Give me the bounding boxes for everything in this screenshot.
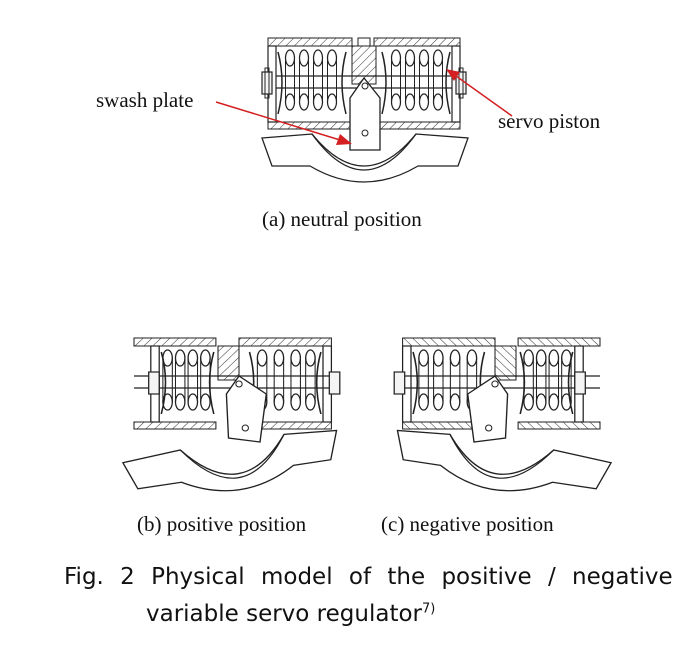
panel-a-neutral (262, 38, 468, 182)
caption-neutral: (a) neutral position (262, 207, 422, 231)
servo-piston-arrow (446, 69, 513, 117)
swash-plate-arrow (215, 101, 352, 145)
caption-negative: (c) negative position (381, 512, 554, 536)
servo-piston-label: servo piston (498, 109, 601, 133)
caption-positive: (b) positive position (137, 512, 307, 536)
figure-caption-text: variable servo regulator (146, 601, 422, 627)
panel-c-negative (393, 337, 613, 492)
panel-b-positive (121, 337, 341, 492)
figure-caption-line1: Fig. 2 Physical model of the positive / … (64, 564, 673, 590)
swash-plate-label: swash plate (96, 88, 194, 112)
figure-caption-ref: 7) (422, 601, 436, 617)
figure-caption-line2: variable servo regulator7) (146, 601, 435, 627)
